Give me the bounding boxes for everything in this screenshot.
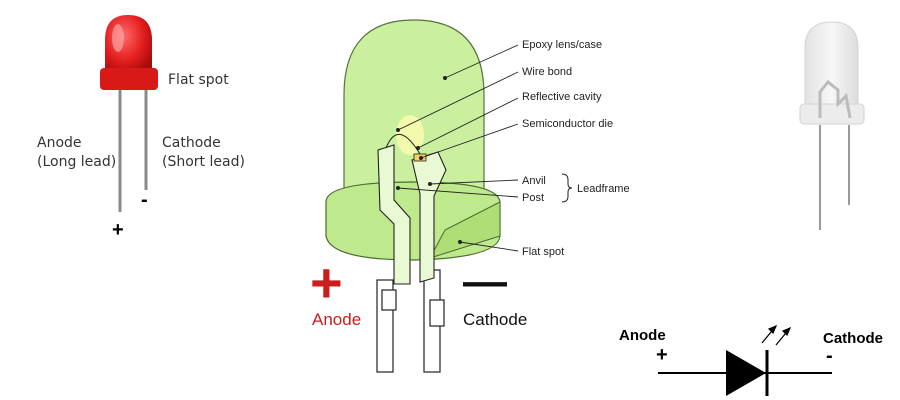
red-led-illustration [100, 15, 158, 212]
red-led-cathode-label: Cathode [162, 135, 221, 151]
callout-semiconductor-die: Semiconductor die [522, 118, 613, 130]
green-led-callout-dots [396, 76, 462, 244]
red-led-flange [100, 68, 158, 90]
led-schematic-symbol [658, 324, 832, 396]
green-led-illustration [325, 19, 501, 373]
callout-post: Post [522, 192, 544, 204]
red-led-flat-spot-label: Flat spot [168, 72, 229, 88]
callout-flat-spot: Flat spot [522, 246, 564, 258]
clear-led-leadframe [818, 79, 852, 119]
red-led-anode-sublabel: (Long lead) [37, 154, 116, 170]
red-led-plus-sign: + [112, 219, 124, 241]
symbol-minus-sign: - [826, 345, 833, 367]
leadframe-brace [561, 173, 573, 203]
callout-epoxy-lens: Epoxy lens/case [522, 39, 602, 51]
light-emission-arrows-icon [761, 324, 792, 346]
clear-led-flange [799, 103, 865, 125]
red-led-anode-label: Anode [37, 135, 82, 151]
callout-reflective-cavity: Reflective cavity [522, 91, 602, 103]
green-led-flat-spot [428, 201, 501, 259]
symbol-anode-label: Anode [619, 327, 666, 344]
callout-anvil: Anvil [522, 175, 546, 187]
green-led-dome [343, 19, 485, 201]
clear-led-dome [804, 21, 859, 111]
red-led-cathode-sublabel: (Short lead) [162, 154, 245, 170]
callout-wire-bond: Wire bond [522, 66, 572, 78]
green-led-plus-sign: + [310, 251, 343, 314]
red-led-dome [105, 15, 152, 75]
clear-led-illustration [799, 21, 865, 230]
green-led-anode-label: Anode [312, 310, 361, 329]
green-led-post [377, 144, 411, 285]
green-led-minus-sign: — [463, 257, 507, 306]
green-led-cathode-label: Cathode [463, 310, 527, 329]
symbol-cathode-label: Cathode [823, 330, 883, 347]
red-led-minus-sign: - [141, 189, 148, 211]
green-led-callout-lines [397, 44, 519, 252]
green-led-leads [376, 269, 445, 373]
diode-triangle [726, 350, 766, 396]
symbol-plus-sign: + [656, 344, 668, 366]
green-led-anvil [411, 151, 447, 283]
callout-leadframe: Leadframe [577, 183, 630, 195]
